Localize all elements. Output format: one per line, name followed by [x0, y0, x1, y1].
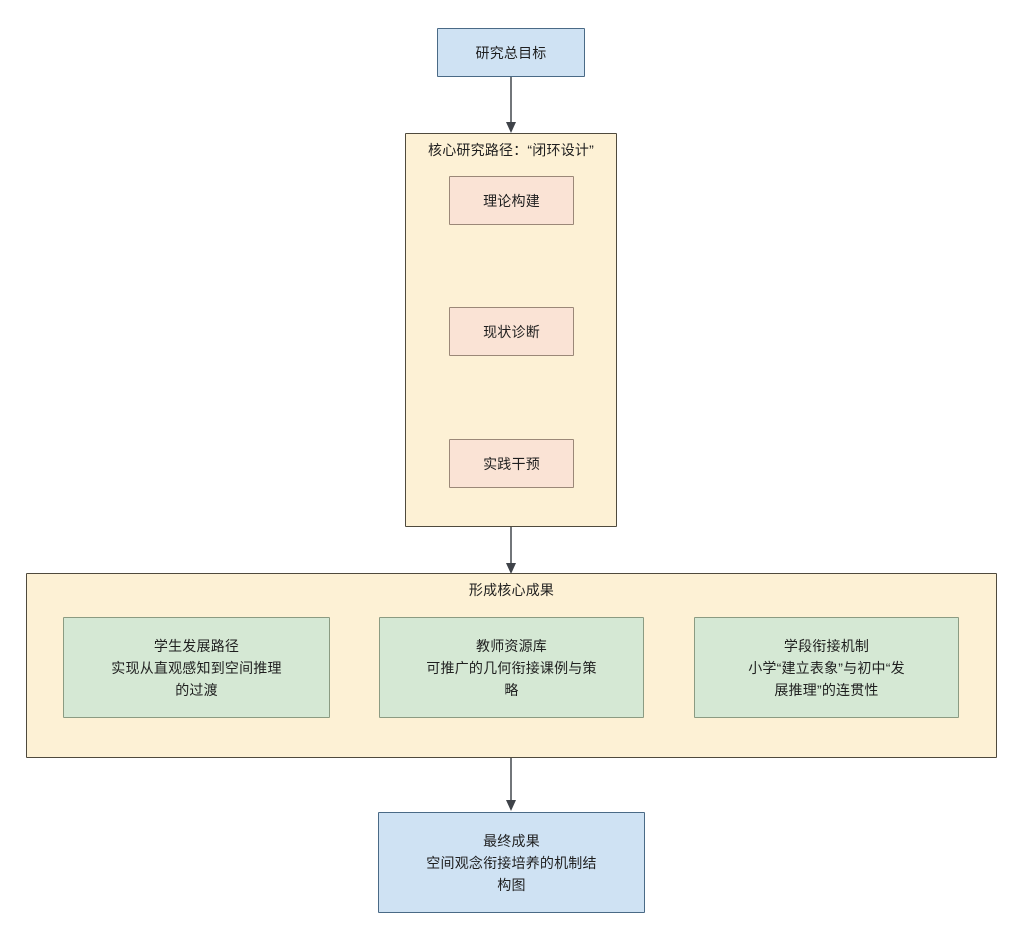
node-outcome-teacher[interactable]: 教师资源库 可推广的几何衔接课例与策 略 [379, 617, 644, 718]
node-intervention-label: 实践干预 [483, 455, 540, 472]
node-theory-label: 理论构建 [483, 192, 540, 209]
node-root-goal[interactable]: 研究总目标 [437, 28, 585, 77]
node-final-result-label: 最终成果 空间观念衔接培养的机制结 构图 [426, 832, 597, 893]
node-outcome-student-label: 学生发展路径 实现从直观感知到空间推理 的过渡 [111, 637, 282, 698]
edge-core-outcomes-to-final-result [506, 758, 516, 811]
node-outcome-stage-label: 学段衔接机制 小学“建立表象”与初中“发 展推理”的连贯性 [748, 637, 905, 698]
node-intervention[interactable]: 实践干预 [449, 439, 574, 488]
subgraph-core-path-title: 核心研究路径：“闭环设计” [428, 142, 594, 158]
subgraph-core-outcomes-title: 形成核心成果 [468, 582, 555, 598]
node-root-goal-label: 研究总目标 [475, 44, 547, 61]
edge-root-goal-to-core-path [506, 77, 516, 133]
node-outcome-teacher-label: 教师资源库 可推广的几何衔接课例与策 略 [426, 637, 597, 698]
node-diagnosis[interactable]: 现状诊断 [449, 307, 574, 356]
node-theory[interactable]: 理论构建 [449, 176, 574, 225]
node-outcome-stage[interactable]: 学段衔接机制 小学“建立表象”与初中“发 展推理”的连贯性 [694, 617, 959, 718]
node-final-result[interactable]: 最终成果 空间观念衔接培养的机制结 构图 [378, 812, 645, 913]
edge-core-path-to-core-outcomes [506, 527, 516, 574]
node-diagnosis-label: 现状诊断 [483, 323, 540, 340]
node-outcome-student[interactable]: 学生发展路径 实现从直观感知到空间推理 的过渡 [63, 617, 330, 718]
